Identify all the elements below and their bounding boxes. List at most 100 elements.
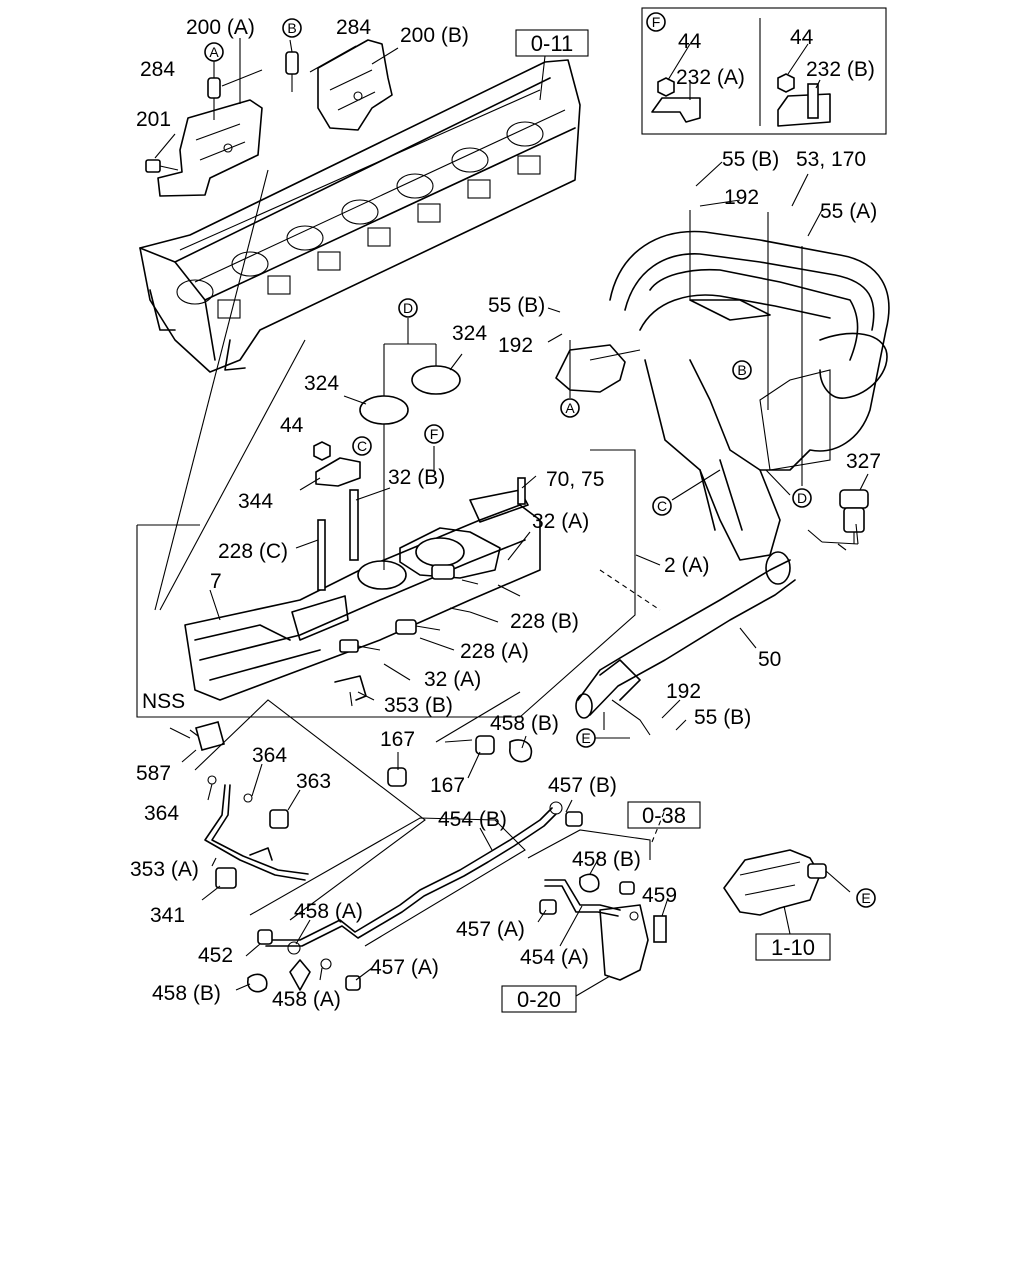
marker-e-1: E — [576, 728, 596, 748]
marker-f-2: F — [424, 424, 444, 444]
label-457a-low: 457 (A) — [370, 956, 439, 979]
label-50: 50 — [758, 648, 781, 671]
marker-e-2: E — [856, 888, 876, 908]
part-labels: 200 (A) 284 284 200 (B) 201 55 (B) 53, 1… — [130, 16, 881, 1011]
tube-353a — [204, 775, 309, 889]
box-167 — [194, 699, 533, 921]
label-nss: NSS — [142, 690, 185, 713]
label-353b: 353 (B) — [384, 694, 453, 717]
marker-e-1-label: E — [581, 730, 590, 746]
label-458b-upper: 458 (B) — [490, 712, 559, 735]
label-458b-low: 458 (B) — [152, 982, 221, 1005]
label-324-left: 324 — [304, 372, 339, 395]
label-458b-mid: 458 (B) — [572, 848, 641, 871]
label-53-170: 53, 170 — [796, 148, 866, 171]
marker-d-2: D — [792, 488, 812, 508]
label-55a: 55 (A) — [820, 200, 877, 223]
gasket-324-b — [411, 365, 461, 395]
label-454a: 454 (A) — [520, 946, 589, 969]
label-32a-upper: 32 (A) — [532, 510, 589, 533]
label-inset-44-left: 44 — [678, 30, 702, 53]
ref-box-0-11-label: 0-11 — [531, 31, 573, 56]
box-454a — [527, 829, 667, 981]
label-200a: 200 (A) — [186, 16, 255, 39]
stud-284b — [285, 51, 299, 92]
exhaust-manifold — [555, 230, 890, 585]
label-inset-232a: 232 (A) — [676, 66, 745, 89]
leader-lines — [154, 38, 869, 997]
marker-a-2-label: A — [565, 400, 575, 416]
label-55b-top: 55 (B) — [722, 148, 779, 171]
marker-b-1: B — [282, 18, 302, 38]
label-457a-mid: 457 (A) — [456, 918, 525, 941]
label-344: 344 — [238, 490, 273, 513]
label-200b: 200 (B) — [400, 24, 469, 47]
label-201: 201 — [136, 108, 171, 131]
bracket-200a — [157, 99, 263, 197]
inlet-assembly-box — [136, 449, 636, 718]
connector-327 — [839, 489, 869, 544]
marker-f-1-label: F — [652, 14, 661, 30]
marker-c-2: C — [652, 496, 672, 516]
pipe-50 — [575, 559, 796, 736]
bolt-201 — [145, 159, 179, 173]
label-70-75: 70, 75 — [546, 468, 604, 491]
label-32b: 32 (B) — [388, 466, 445, 489]
label-364-right: 364 — [252, 744, 287, 767]
marker-a-2: A — [560, 398, 580, 418]
ref-box-0-20-label: 0-20 — [517, 987, 561, 1012]
label-364-left: 364 — [144, 802, 179, 825]
marker-c-2-label: C — [657, 498, 667, 514]
marker-c-1-label: C — [357, 438, 367, 454]
label-353a: 353 (A) — [130, 858, 199, 881]
ref-box-0-20: 0-20 — [501, 985, 577, 1013]
label-192-low: 192 — [666, 680, 701, 703]
marker-f-2-label: F — [430, 426, 439, 442]
stud-284a — [207, 77, 221, 120]
label-167-left: 167 — [380, 728, 415, 751]
ref-box-0-11: 0-11 — [515, 29, 589, 57]
label-32a-lower: 32 (A) — [424, 668, 481, 691]
marker-d-1-label: D — [403, 300, 413, 316]
marker-a-1-label: A — [209, 44, 219, 60]
label-587: 587 — [136, 762, 171, 785]
sensor-587 — [189, 721, 225, 751]
box-454b — [247, 801, 600, 993]
ref-box-0-38-label: 0-38 — [642, 803, 686, 828]
marker-b-1-label: B — [287, 20, 296, 36]
label-228c: 228 (C) — [218, 540, 288, 563]
label-327: 327 — [846, 450, 881, 473]
inset-f-box — [641, 7, 887, 135]
label-324-right: 324 — [452, 322, 487, 345]
label-2a: 2 (A) — [664, 554, 710, 577]
label-284b: 284 — [336, 16, 371, 39]
label-192-top: 192 — [724, 186, 759, 209]
label-44: 44 — [280, 414, 304, 437]
marker-e-2-label: E — [861, 890, 870, 906]
label-341: 341 — [150, 904, 185, 927]
label-459: 459 — [642, 884, 677, 907]
label-192-mid: 192 — [498, 334, 533, 357]
label-167-right: 167 — [430, 774, 465, 797]
marker-b-2: B — [732, 360, 752, 380]
marker-a-1: A — [204, 42, 224, 62]
label-457b: 457 (B) — [548, 774, 617, 797]
marker-b-2-label: B — [737, 362, 746, 378]
gasket-324-a — [359, 395, 409, 425]
label-363: 363 — [296, 770, 331, 793]
bracket-344 — [313, 441, 361, 487]
label-inset-232b: 232 (B) — [806, 58, 875, 81]
label-55b-mid: 55 (B) — [488, 294, 545, 317]
label-284a: 284 — [140, 58, 175, 81]
label-inset-44-right: 44 — [790, 26, 814, 49]
label-228b: 228 (B) — [510, 610, 579, 633]
label-458a-low: 458 (A) — [272, 988, 341, 1011]
label-55b-low: 55 (B) — [694, 706, 751, 729]
marker-c-1: C — [352, 436, 372, 456]
label-452: 452 — [198, 944, 233, 967]
ref-box-1-10: 1-10 — [755, 933, 831, 961]
bracket-1-10 — [723, 849, 851, 916]
ref-box-0-38: 0-38 — [627, 801, 701, 829]
